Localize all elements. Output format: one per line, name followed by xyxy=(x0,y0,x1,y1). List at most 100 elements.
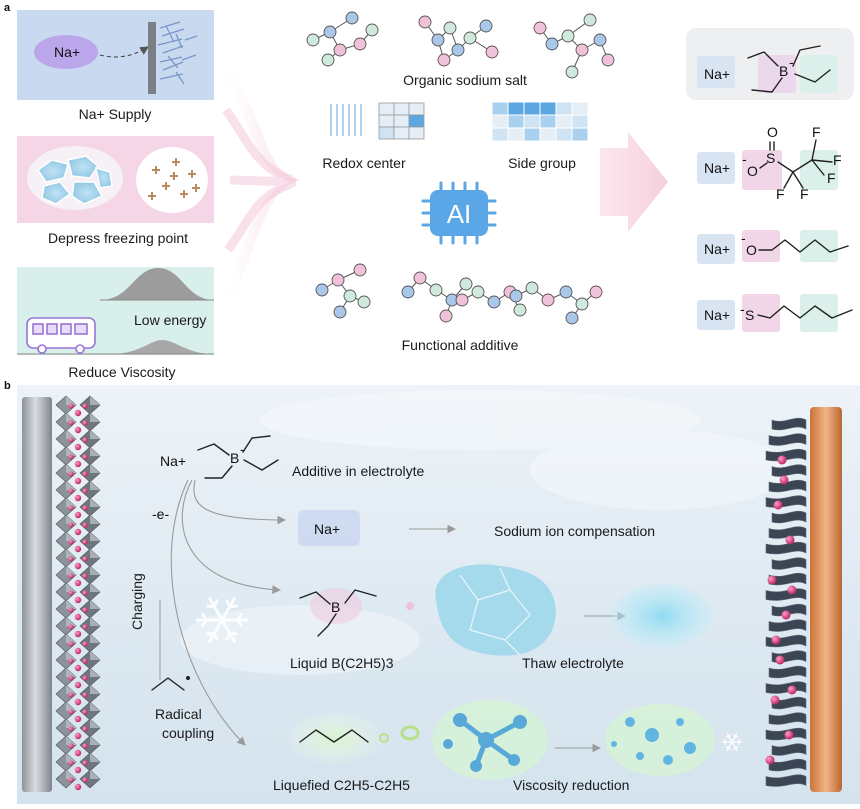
sodium-ion xyxy=(68,573,73,578)
sodium-ion xyxy=(75,580,81,586)
sodium-ion xyxy=(75,750,81,756)
sodium-ion xyxy=(75,529,81,535)
atom-node xyxy=(480,20,492,32)
sodium-ion xyxy=(68,641,73,646)
sulfur-4: S xyxy=(745,307,754,323)
freezing-box xyxy=(17,136,214,223)
radical-label-line2: coupling xyxy=(162,725,214,741)
liquefied-label: Liquefied C2H5-C2H5 xyxy=(273,777,410,793)
atom-node xyxy=(324,26,336,38)
atom-node xyxy=(354,38,366,50)
radical-label-line1: Radical xyxy=(155,706,202,722)
sodium-ion xyxy=(772,636,781,645)
low-viscosity-droplet xyxy=(605,704,715,776)
atom-node xyxy=(526,282,538,294)
sodium-ion xyxy=(82,556,87,561)
na-supply-caption: Na+ Supply xyxy=(79,106,152,122)
sodium-ion xyxy=(82,658,87,663)
atom-node xyxy=(486,46,498,58)
viscosity-box xyxy=(17,267,214,355)
sodium-ion xyxy=(82,403,87,408)
sodium-ion xyxy=(82,437,87,442)
na-plus-b: Na+ xyxy=(160,453,186,469)
na-label-4: Na+ xyxy=(704,307,730,323)
sodium-ion xyxy=(68,471,73,476)
sodium-ion xyxy=(82,743,87,748)
atom-node xyxy=(366,24,378,36)
atom-node xyxy=(456,294,468,306)
atom-node xyxy=(438,54,450,66)
sodium-ion xyxy=(68,539,73,544)
sodium-ion xyxy=(68,488,73,493)
sodium-ion xyxy=(68,437,73,442)
atom-node xyxy=(590,286,602,298)
sodium-ion xyxy=(75,614,81,620)
sodium-ion xyxy=(82,454,87,459)
sodium-ion xyxy=(68,760,73,765)
atom-node xyxy=(594,34,606,46)
sodium-ion xyxy=(82,675,87,680)
functional-additive-label: Functional additive xyxy=(402,337,519,353)
liquid-droplet xyxy=(136,147,208,213)
atom-node xyxy=(562,30,574,42)
atom-node xyxy=(358,296,370,308)
sodium-ion xyxy=(75,784,81,790)
fluorine-3: F xyxy=(827,170,836,186)
atom-node xyxy=(440,310,452,322)
atom-node xyxy=(464,32,476,44)
boron-charge-1: - xyxy=(789,54,794,70)
oxygen-double-2: O xyxy=(767,124,778,140)
sodium-ion xyxy=(82,590,87,595)
sodium-ion xyxy=(82,607,87,612)
atom-node xyxy=(316,284,328,296)
atom-node xyxy=(430,284,442,296)
atom-node xyxy=(402,286,414,298)
sodium-ion xyxy=(782,611,791,620)
fluorine-2: F xyxy=(833,152,842,168)
sodium-ion xyxy=(68,675,73,680)
sodium-ion xyxy=(75,699,81,705)
sodium-ion xyxy=(75,733,81,739)
sodium-ion xyxy=(82,760,87,765)
sodium-ion xyxy=(68,658,73,663)
sodium-ion xyxy=(75,410,81,416)
sodium-ion xyxy=(75,631,81,637)
atom-node xyxy=(488,296,500,308)
sodium-ion xyxy=(82,641,87,646)
thawed-electrolyte xyxy=(612,584,712,648)
side-group-graphic xyxy=(492,102,588,141)
sodium-ion xyxy=(82,777,87,782)
sodium-compensation-label: Sodium ion compensation xyxy=(494,523,655,539)
sodium-ion xyxy=(786,536,795,545)
atom-node xyxy=(584,14,596,26)
sodium-ion xyxy=(776,656,785,665)
functional-additive-molecules xyxy=(316,264,602,324)
sodium-ion xyxy=(68,692,73,697)
boron-neutral: B xyxy=(331,599,340,615)
fluorine-1: F xyxy=(812,124,821,140)
sodium-ion xyxy=(82,709,87,714)
ai-label: AI xyxy=(447,199,472,229)
sodium-ion xyxy=(788,686,797,695)
atom-node xyxy=(566,66,578,78)
atom-node xyxy=(419,16,431,28)
atom-node xyxy=(452,44,464,56)
na-supply-box: Na+ xyxy=(17,10,214,100)
atom-node xyxy=(576,44,588,56)
sodium-ion xyxy=(75,648,81,654)
fluorine-5: F xyxy=(800,186,809,202)
atom-node xyxy=(432,34,444,46)
ethyl-radical-dot xyxy=(186,676,190,680)
sodium-ion xyxy=(82,488,87,493)
na-label-3: Na+ xyxy=(704,241,730,257)
sodium-ion xyxy=(768,576,777,585)
sodium-ion xyxy=(75,716,81,722)
sodium-ion xyxy=(68,590,73,595)
oxygen-3: O xyxy=(746,242,757,258)
liquid-b-label: Liquid B(C2H5)3 xyxy=(290,655,394,671)
additive-in-electrolyte-label: Additive in electrolyte xyxy=(292,463,425,479)
viscous-network xyxy=(432,700,548,780)
sodium-ion xyxy=(766,756,775,765)
atom-node xyxy=(344,290,356,302)
